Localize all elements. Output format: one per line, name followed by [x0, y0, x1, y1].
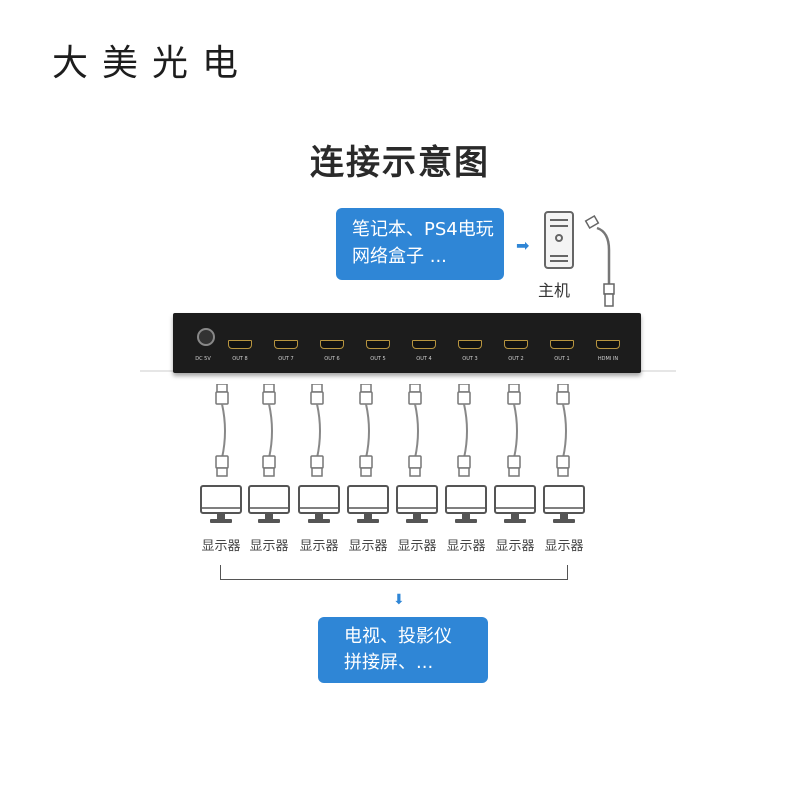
hdmi-cable-icon [310, 384, 324, 477]
output-port-label: OUT 1 [554, 356, 570, 362]
output-port: OUT 4 [404, 313, 444, 373]
output-port-label: OUT 5 [370, 356, 386, 362]
monitor-icon [248, 485, 290, 523]
output-port: OUT 2 [496, 313, 536, 373]
input-port-label: HDMI IN [597, 356, 619, 362]
source-devices-line1: 笔记本、PS4电玩 [352, 219, 494, 240]
hdmi-splitter-device: DC 5V OUT 8 OUT 7 OUT 6 OUT 5 OUT 4 OUT … [173, 313, 641, 373]
monitor-label: 显示器 [348, 539, 388, 554]
desktop-pc-icon [544, 211, 615, 307]
monitor-icon [200, 485, 242, 523]
arrow-down-icon: ⬇ [393, 592, 405, 608]
output-port-label: OUT 2 [508, 356, 524, 362]
output-port-label: OUT 4 [416, 356, 432, 362]
source-devices-line2: 网络盒子 ... [352, 246, 447, 267]
monitor-icon [347, 485, 389, 523]
brand-logo-text: 大美光电 [52, 43, 253, 84]
monitor-icon [494, 485, 536, 523]
hdmi-port-icon [412, 340, 436, 349]
hdmi-port-icon [274, 340, 298, 349]
hdmi-port-icon [550, 340, 574, 349]
output-port: OUT 7 [266, 313, 306, 373]
hdmi-input-port: HDMI IN [588, 313, 628, 373]
hdmi-cable-icon [262, 384, 276, 477]
output-devices-line1: 电视、投影仪 [344, 626, 452, 647]
hdmi-cable-icon [556, 384, 570, 477]
dc-jack-icon [197, 328, 215, 346]
output-port: OUT 3 [450, 313, 490, 373]
hdmi-port-icon [458, 340, 482, 349]
output-port-label: OUT 8 [232, 356, 248, 362]
hdmi-cable-icon [507, 384, 521, 477]
dc-port-label: DC 5V [195, 356, 211, 362]
output-devices-box: 电视、投影仪 拼接屏、... [318, 617, 488, 683]
hdmi-cable-icon [359, 384, 373, 477]
hdmi-cable-icon [457, 384, 471, 477]
page-title: 连接示意图 [310, 143, 490, 183]
output-port-label: OUT 3 [462, 356, 478, 362]
hdmi-port-icon [596, 340, 620, 349]
monitor-icon [298, 485, 340, 523]
monitor-label: 显示器 [446, 539, 486, 554]
monitor-icon [445, 485, 487, 523]
output-port-label: OUT 7 [278, 356, 294, 362]
output-port-label: OUT 6 [324, 356, 340, 362]
output-port: OUT 1 [542, 313, 582, 373]
output-port: OUT 5 [358, 313, 398, 373]
hdmi-port-icon [504, 340, 528, 349]
monitor-label: 显示器 [299, 539, 339, 554]
monitor-label: 显示器 [201, 539, 241, 554]
monitor-icon [396, 485, 438, 523]
hdmi-port-icon [320, 340, 344, 349]
output-devices-line2: 拼接屏、... [344, 652, 434, 673]
hdmi-cable-icon [408, 384, 422, 477]
monitor-label: 显示器 [397, 539, 437, 554]
monitor-label: 显示器 [249, 539, 289, 554]
monitor-label: 显示器 [544, 539, 584, 554]
arrow-right-icon: ➡ [516, 236, 530, 255]
hdmi-port-icon [228, 340, 252, 349]
monitor-label: 显示器 [495, 539, 535, 554]
source-devices-box: 笔记本、PS4电玩 网络盒子 ... [336, 208, 504, 280]
monitor-icon [543, 485, 585, 523]
output-port: OUT 8 [220, 313, 260, 373]
dc-power-port: DC 5V [183, 313, 223, 373]
hdmi-port-icon [366, 340, 390, 349]
output-port: OUT 6 [312, 313, 352, 373]
monitor-group-bracket [220, 565, 568, 580]
hdmi-cable-icon [215, 384, 229, 477]
host-label: 主机 [538, 281, 571, 300]
